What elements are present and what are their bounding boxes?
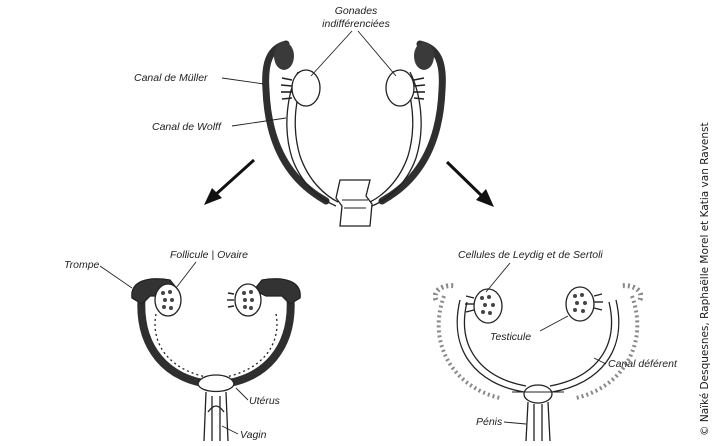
label-canal-muller: Canal de Müller (134, 72, 208, 84)
tubules-right (414, 78, 425, 99)
label-canal-wolff: Canal de Wolff (152, 121, 222, 133)
arrow-to-male (447, 162, 494, 207)
vagina-inner (208, 406, 224, 412)
leader-canal-muller (222, 78, 264, 84)
leader-vagin (222, 426, 238, 434)
label-gonades-line1: Gonades (335, 5, 378, 17)
leader-follicule (176, 262, 196, 288)
leader-penis (504, 422, 526, 424)
testis-right (566, 287, 594, 321)
muller-cap-right-remnant (620, 286, 641, 300)
female-figure (132, 279, 300, 441)
ovary-left (155, 284, 181, 316)
leader-canal-wolff (232, 118, 286, 126)
label-gonades-line2: indifférenciées (322, 18, 390, 30)
leader-testicule (540, 316, 568, 331)
leader-trompe (100, 266, 132, 288)
vagina (204, 392, 228, 441)
testis-left (474, 289, 502, 323)
gonad-right (386, 70, 414, 106)
urogenital-sinus (336, 180, 372, 226)
leader-uterus (236, 388, 248, 400)
label-cellules: Cellules de Leydig et de Sertoli (458, 249, 603, 261)
copyright-credit: © Naïké Desquesnes, Raphaëlle Morel et K… (696, 6, 712, 436)
ovary-right (235, 284, 261, 316)
leader-gonades-right (358, 31, 396, 76)
label-penis: Pénis (476, 416, 503, 428)
testis-right-tubules (594, 294, 603, 310)
muller-cap-right (414, 42, 434, 70)
muller-cap-left-remnant (435, 286, 456, 300)
label-canal-deferent: Canal déférent (608, 358, 678, 370)
prostate (524, 385, 552, 403)
label-follicule-ovaire: Follicule | Ovaire (170, 249, 248, 261)
label-vagin: Vagin (240, 429, 267, 441)
leader-cellules (486, 263, 510, 292)
uterus-body (198, 375, 234, 392)
ovary-right-tubules (227, 293, 234, 307)
gonad-left (292, 70, 320, 106)
label-uterus: Utérus (249, 395, 281, 407)
label-testicule: Testicule (490, 331, 531, 343)
testis-left-tubules (465, 296, 474, 312)
penis (526, 402, 550, 441)
arrow-to-female (204, 160, 254, 205)
leader-gonades-left (311, 31, 352, 76)
muller-cap-left (274, 42, 294, 70)
copyright-text: © Naïké Desquesnes, Raphaëlle Morel et K… (699, 122, 711, 436)
indifferent-stage-figure (266, 42, 443, 226)
label-trompe: Trompe (64, 259, 100, 271)
fallopian-tube-left (141, 292, 226, 386)
